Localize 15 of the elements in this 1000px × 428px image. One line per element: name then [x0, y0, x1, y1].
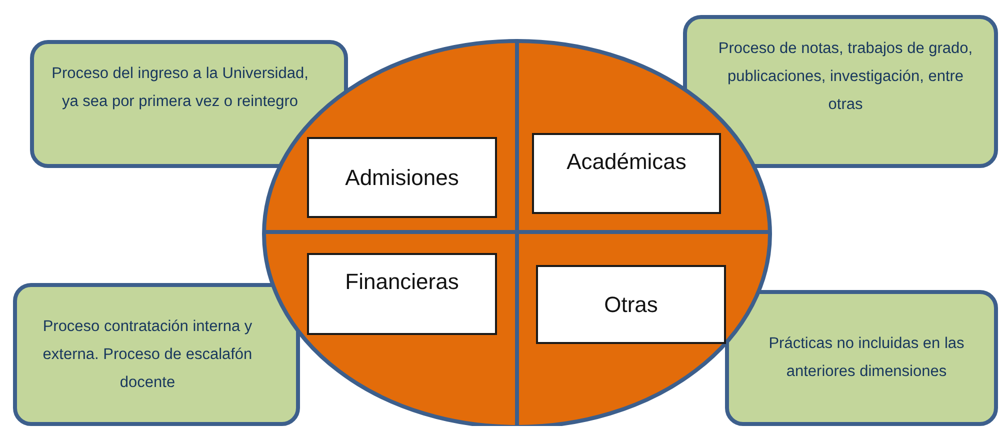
category-box	[307, 137, 497, 218]
description-text: Prácticas no incluidas en las anteriores dimensiones	[768, 334, 966, 382]
description-card	[13, 283, 300, 426]
category-label: Admisiones	[345, 164, 459, 190]
category-label: Otras	[604, 292, 658, 318]
description-text: Proceso contratación interna y externa. Proceso de escalafón docente	[42, 316, 254, 392]
description-text: Proceso de notas, trabajos de grado, publicaciones, investigación, entre otras	[717, 39, 974, 115]
description-card	[30, 40, 348, 168]
category-label: Académicas	[566, 149, 686, 175]
category-box	[307, 253, 497, 335]
category-label: Financieras	[345, 269, 459, 295]
description-card	[725, 290, 998, 426]
category-box	[536, 265, 726, 344]
description-text: Proceso del ingreso a la Universidad, ya sea por primera vez o reintegro	[50, 64, 310, 112]
category-box	[532, 133, 721, 214]
